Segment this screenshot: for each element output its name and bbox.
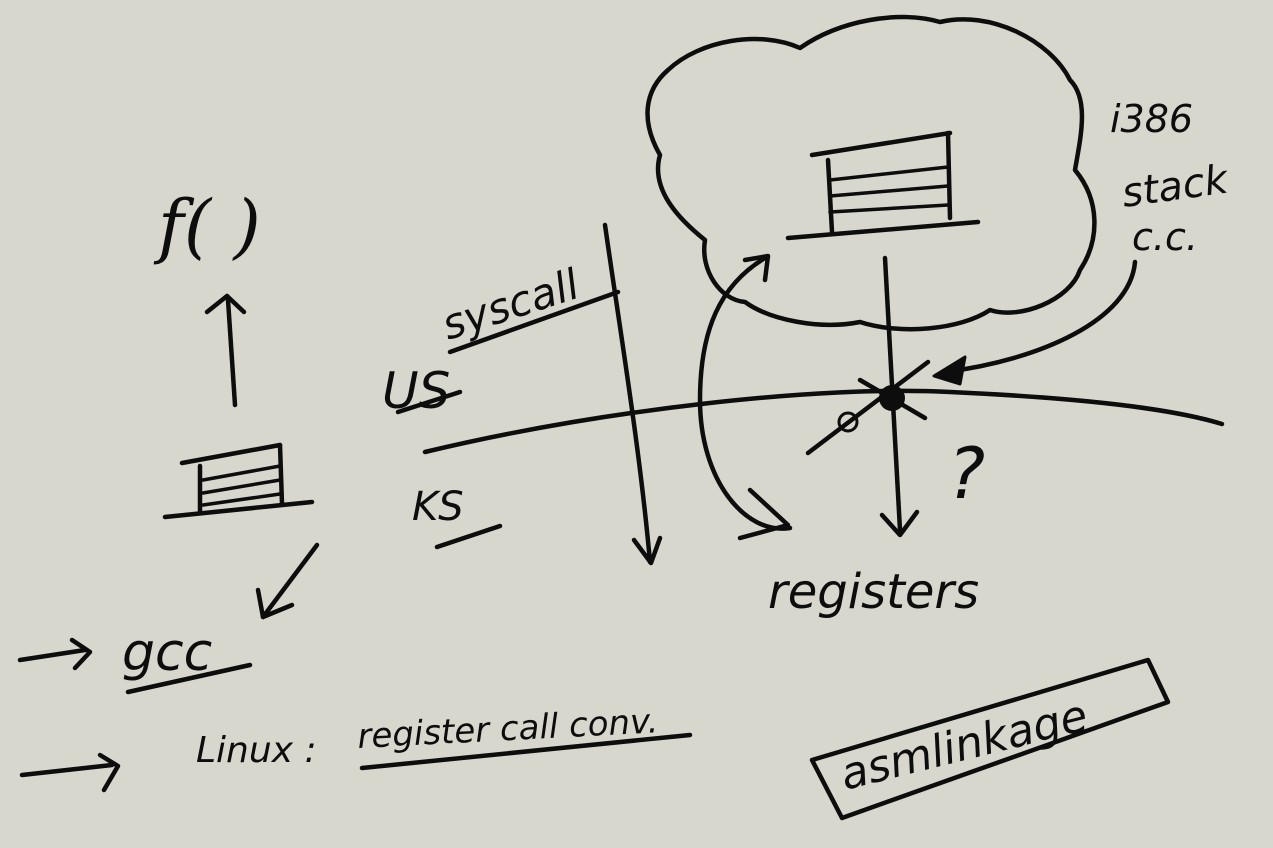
cloud-shape [645,14,1097,332]
label-registers: registers [768,564,979,620]
label-user-space: US [382,362,450,420]
syscall-down-arrow [602,222,663,566]
label-arch: i386 [1110,97,1193,141]
label-kernel-space: KS [412,484,464,530]
us-underline [395,389,463,415]
blocked-path-marker [805,359,931,456]
bullet-arrow-1 [17,637,93,671]
arrow-up-to-func [204,293,247,408]
stack-small-icon [162,442,315,520]
asmlinkage-box [809,657,1171,821]
gcc-underline [125,662,253,695]
bullet-arrow-2 [19,752,121,793]
register-call-conv-underline [359,732,693,771]
label-question: ? [948,433,985,515]
label-stack: stack [1119,156,1232,217]
label-asmlinkage: asmlinkage [835,690,1092,801]
label-syscall: syscall [436,259,585,349]
loop-arrow [697,253,793,541]
user-kernel-boundary [422,388,1225,455]
arrow-down-to-gcc [255,542,320,620]
syscall-underline [447,289,621,355]
label-calling-conv: c.c. [1132,215,1198,259]
stack-large-icon [785,130,981,241]
ks-underline [434,523,503,550]
label-func: f( ) [153,185,261,267]
cc-pointer-arrow [932,259,1138,386]
label-gcc: gcc [122,623,212,683]
label-register-call-conv: register call conv. [356,701,659,757]
label-linux: Linux : [196,730,317,771]
